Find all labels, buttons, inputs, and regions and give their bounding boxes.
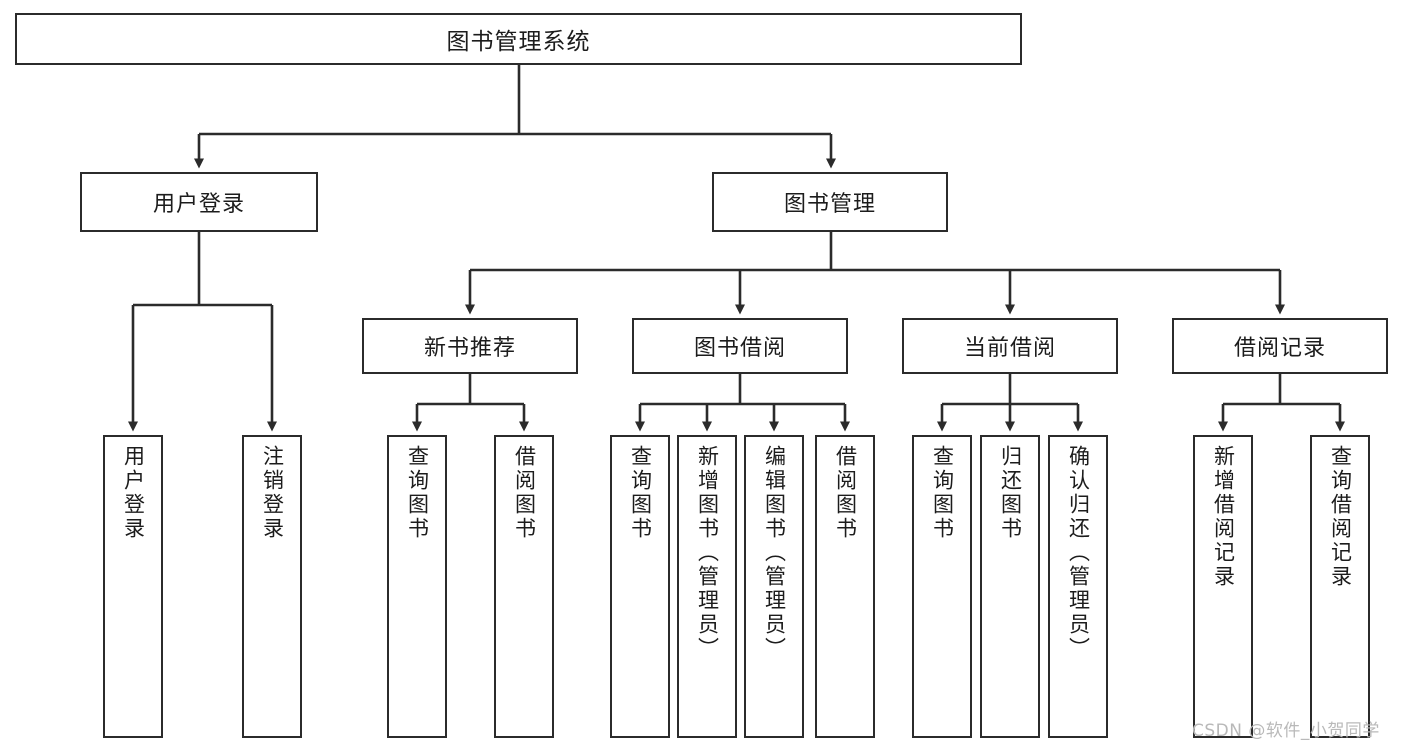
leaf-borrow-record-query-record[interactable]: 查询借阅记录 bbox=[1310, 435, 1370, 738]
node-label: 图书管理系统 bbox=[446, 29, 591, 55]
node-label: 当前借阅 bbox=[963, 336, 1056, 361]
leaf-book-borrow-query-book[interactable]: 查询图书 bbox=[610, 435, 670, 738]
node-root-book-management-system[interactable]: 图书管理系统 bbox=[15, 13, 1022, 65]
leaf-label: 借阅图书 bbox=[833, 445, 858, 541]
leaf-new-book-query-book[interactable]: 查询图书 bbox=[387, 435, 447, 738]
node-book-borrow[interactable]: 图书借阅 bbox=[632, 318, 848, 374]
leaf-user-login-logout[interactable]: 注销登录 bbox=[242, 435, 302, 738]
leaf-label: 查询图书 bbox=[405, 445, 430, 541]
leaf-current-borrow-query-book[interactable]: 查询图书 bbox=[912, 435, 972, 738]
leaf-label: 用户登录 bbox=[121, 445, 146, 541]
leaf-new-book-borrow-book[interactable]: 借阅图书 bbox=[494, 435, 554, 738]
leaf-book-borrow-borrow-book[interactable]: 借阅图书 bbox=[815, 435, 875, 738]
node-label: 用户登录 bbox=[152, 192, 245, 217]
leaf-label: 查询图书 bbox=[628, 445, 653, 541]
node-label: 借阅记录 bbox=[1233, 336, 1326, 361]
leaf-current-borrow-confirm-return-admin[interactable]: 确认归还（管理员） bbox=[1048, 435, 1108, 738]
node-user-login[interactable]: 用户登录 bbox=[80, 172, 318, 232]
node-borrow-record[interactable]: 借阅记录 bbox=[1172, 318, 1388, 374]
leaf-label: 新增图书（管理员） bbox=[695, 445, 720, 661]
leaf-book-borrow-edit-book-admin[interactable]: 编辑图书（管理员） bbox=[744, 435, 804, 738]
leaf-label: 确认归还（管理员） bbox=[1066, 445, 1091, 661]
leaf-label: 归还图书 bbox=[998, 445, 1023, 541]
leaf-label: 借阅图书 bbox=[512, 445, 537, 541]
node-label: 图书借阅 bbox=[693, 336, 786, 361]
node-book-management[interactable]: 图书管理 bbox=[712, 172, 948, 232]
leaf-user-login-login[interactable]: 用户登录 bbox=[103, 435, 163, 738]
leaf-book-borrow-add-book-admin[interactable]: 新增图书（管理员） bbox=[677, 435, 737, 738]
node-label: 新书推荐 bbox=[423, 336, 516, 361]
leaf-borrow-record-add-record[interactable]: 新增借阅记录 bbox=[1193, 435, 1253, 738]
leaf-label: 查询借阅记录 bbox=[1328, 445, 1353, 589]
leaf-current-borrow-return-book[interactable]: 归还图书 bbox=[980, 435, 1040, 738]
leaf-label: 编辑图书（管理员） bbox=[762, 445, 787, 661]
node-label: 图书管理 bbox=[783, 192, 876, 217]
leaf-label: 查询图书 bbox=[930, 445, 955, 541]
node-current-borrow[interactable]: 当前借阅 bbox=[902, 318, 1118, 374]
leaf-label: 注销登录 bbox=[260, 445, 285, 541]
csdn-watermark: CSDN @软件_小贺同学 bbox=[1192, 721, 1380, 741]
leaf-label: 新增借阅记录 bbox=[1211, 445, 1236, 589]
node-new-book-recommend[interactable]: 新书推荐 bbox=[362, 318, 578, 374]
